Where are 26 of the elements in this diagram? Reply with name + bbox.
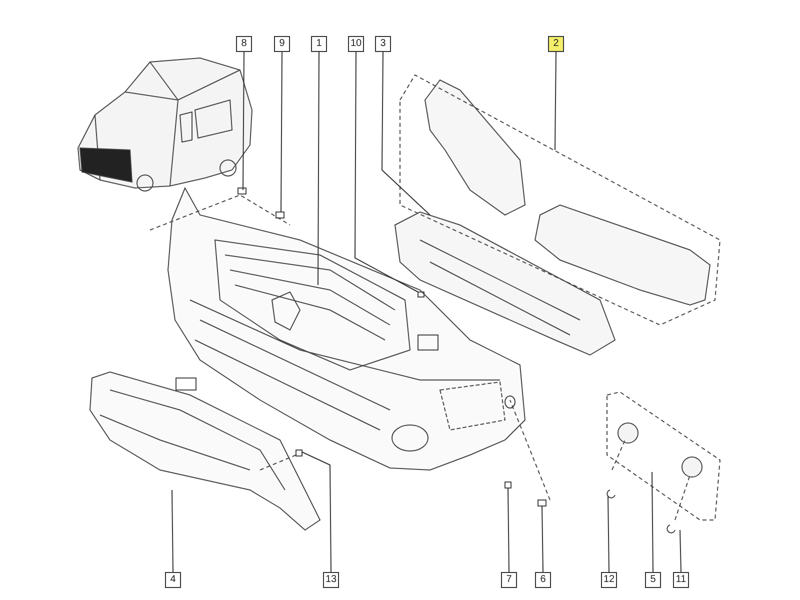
leader-line (382, 52, 430, 216)
leader-line (542, 506, 544, 572)
callout-number: 9 (274, 36, 290, 52)
leader-line (354, 52, 418, 292)
leader-line (680, 530, 682, 572)
callout-number: 8 (236, 36, 252, 52)
leader-line (318, 52, 320, 286)
callout-number: 2 (548, 36, 564, 52)
leader-line (302, 452, 332, 572)
leader-line (242, 52, 244, 190)
callout-number: 11 (673, 572, 689, 588)
callout-number: 7 (501, 572, 517, 588)
callout-number: 4 (165, 572, 181, 588)
leader-line (554, 52, 556, 150)
leader-line (172, 490, 174, 572)
callout-number: 12 (601, 572, 617, 588)
callout-number: 13 (323, 572, 339, 588)
callout-number: 6 (535, 572, 551, 588)
leader-line (608, 496, 610, 572)
leader-line (652, 472, 654, 572)
callout-number: 10 (348, 36, 364, 52)
leader-line (508, 488, 510, 572)
leader-line (280, 52, 282, 212)
callout-number: 1 (311, 36, 327, 52)
callout-number: 5 (645, 572, 661, 588)
callout-number: 3 (375, 36, 391, 52)
